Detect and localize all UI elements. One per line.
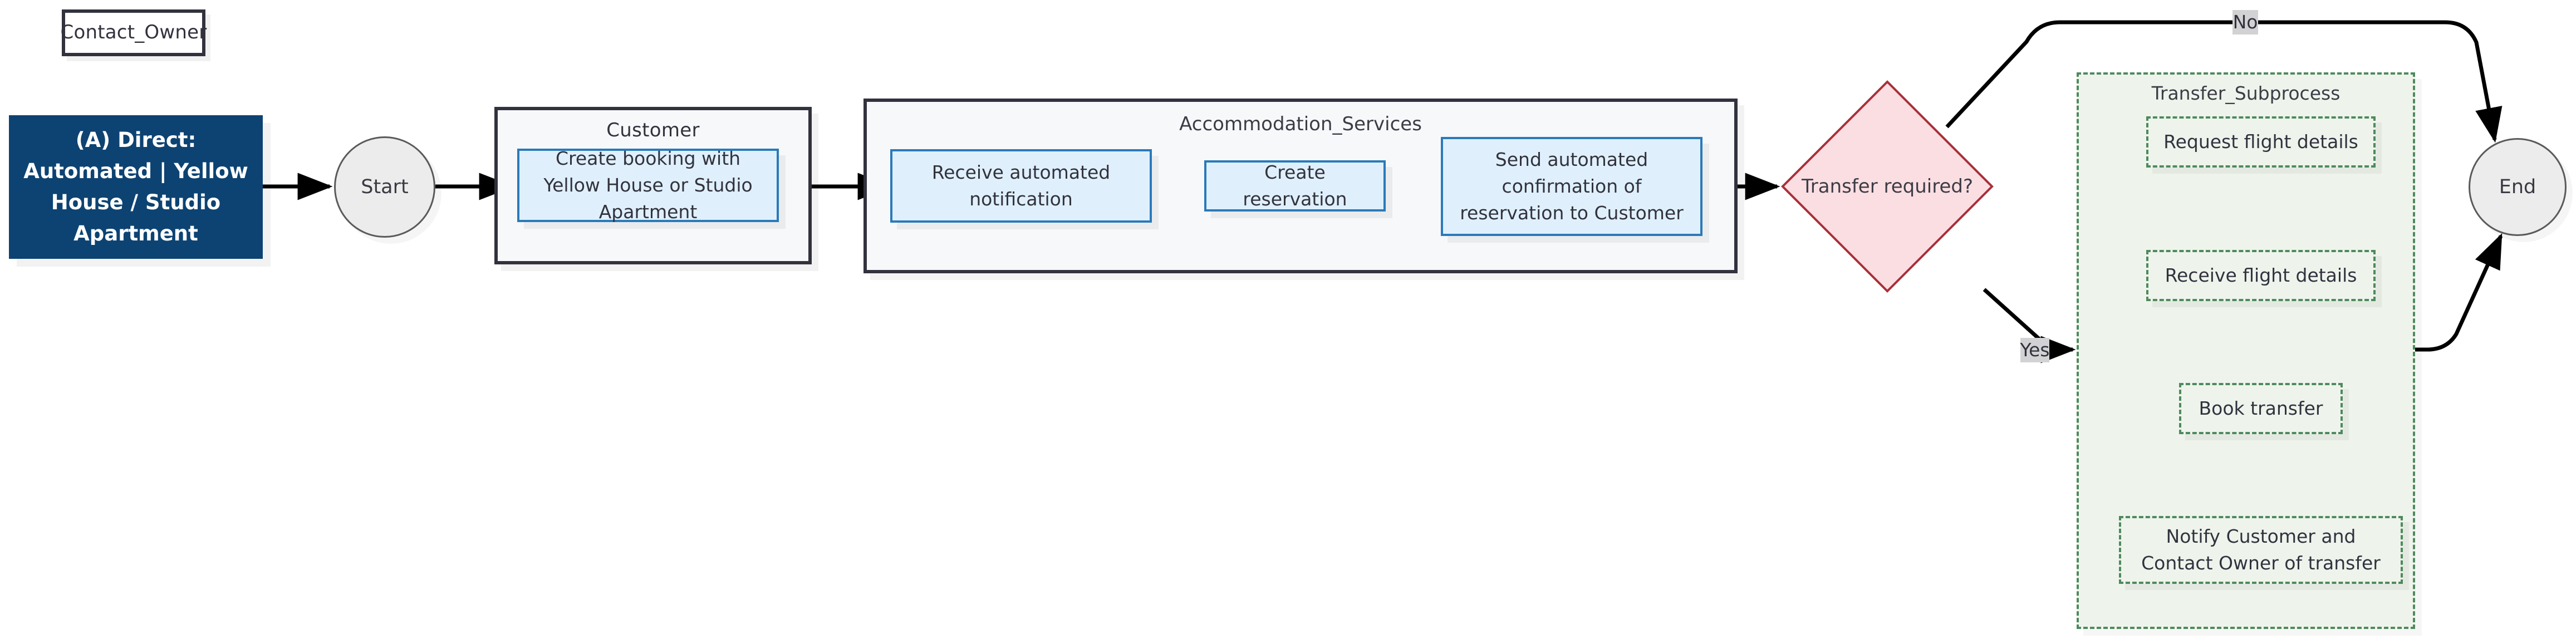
end-node[interactable]: End <box>2469 138 2567 236</box>
task-book-transfer[interactable]: Book transfer <box>2179 383 2343 434</box>
edge-subprocess-to-end <box>2413 233 2503 352</box>
task-create-reservation[interactable]: Create reservation <box>1204 160 1386 212</box>
task-receive-notification[interactable]: Receive automated notification <box>890 149 1152 223</box>
task-book-transfer-label: Book transfer <box>2199 397 2323 420</box>
customer-lane-title: Customer <box>606 119 700 141</box>
task-request-flight-details[interactable]: Request flight details <box>2146 116 2376 168</box>
decision-transfer-required[interactable]: Transfer required? <box>1781 80 1994 300</box>
decision-label: Transfer required? <box>1801 175 1974 198</box>
transfer-subprocess-title: Transfer_Subprocess <box>2151 82 2341 104</box>
edge-label-yes-text: Yes <box>2020 338 2050 361</box>
edge-label-no: No <box>2232 10 2258 35</box>
contact-owner-label: Contact_Owner <box>60 21 207 44</box>
task-notify-customer[interactable]: Notify Customer and Contact Owner of tra… <box>2119 516 2403 584</box>
task-receive-notification-label: Receive automated notification <box>931 161 1111 210</box>
scenario-box[interactable]: (A) Direct: Automated | Yellow House / S… <box>9 115 263 259</box>
scenario-label: (A) Direct: Automated | Yellow House / S… <box>23 127 248 246</box>
task-notify-customer-label: Notify Customer and Contact Owner of tra… <box>2141 525 2381 574</box>
start-node[interactable]: Start <box>334 136 435 238</box>
accommodation-services-lane-title: Accommodation_Services <box>1179 113 1422 135</box>
task-send-confirmation-label: Send automated confirmation of reservati… <box>1460 149 1684 224</box>
contact-owner-box[interactable]: Contact_Owner <box>60 9 207 56</box>
start-label: Start <box>361 175 409 198</box>
edge-label-no-text: No <box>2232 11 2258 33</box>
edge-label-yes: Yes <box>2020 338 2050 362</box>
task-request-flight-details-label: Request flight details <box>2163 131 2358 153</box>
task-create-reservation-label: Create reservation <box>1243 161 1347 210</box>
task-create-booking[interactable]: Create booking with Yellow House or Stud… <box>517 148 779 223</box>
end-label: End <box>2499 175 2536 198</box>
task-send-confirmation[interactable]: Send automated confirmation of reservati… <box>1441 137 1702 236</box>
task-create-booking-label: Create booking with Yellow House or Stud… <box>543 148 753 223</box>
task-receive-flight-details[interactable]: Receive flight details <box>2146 250 2376 301</box>
task-receive-flight-details-label: Receive flight details <box>2165 264 2357 287</box>
